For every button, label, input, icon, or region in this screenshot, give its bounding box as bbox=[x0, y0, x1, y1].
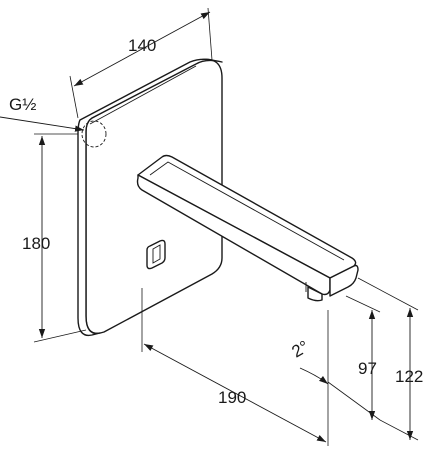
dimension-projection: 190 bbox=[141, 288, 329, 446]
thread-connection-outline bbox=[81, 120, 107, 148]
dimension-width-label: 140 bbox=[128, 36, 156, 55]
dimension-overall-height-label: 122 bbox=[395, 367, 423, 386]
dimension-outlet-height-label: 97 bbox=[358, 359, 377, 378]
dimension-height: 180 bbox=[22, 133, 87, 343]
dimension-width: 140 bbox=[69, 7, 213, 119]
dimension-angle: 2° bbox=[289, 337, 329, 385]
dimension-projection-label: 190 bbox=[218, 388, 246, 407]
thread-label: G½ bbox=[9, 95, 36, 114]
dimension-height-label: 180 bbox=[22, 234, 50, 253]
sensor-window bbox=[146, 239, 166, 270]
dimension-overall-height: 122 bbox=[357, 277, 423, 441]
dimension-angle-label: 2° bbox=[289, 337, 313, 362]
spout-outlet bbox=[307, 286, 323, 302]
dimension-outlet-height: 97 bbox=[327, 295, 381, 421]
thread-callout: G½ bbox=[0, 95, 85, 132]
spout bbox=[136, 154, 359, 302]
spout-end bbox=[329, 264, 359, 297]
